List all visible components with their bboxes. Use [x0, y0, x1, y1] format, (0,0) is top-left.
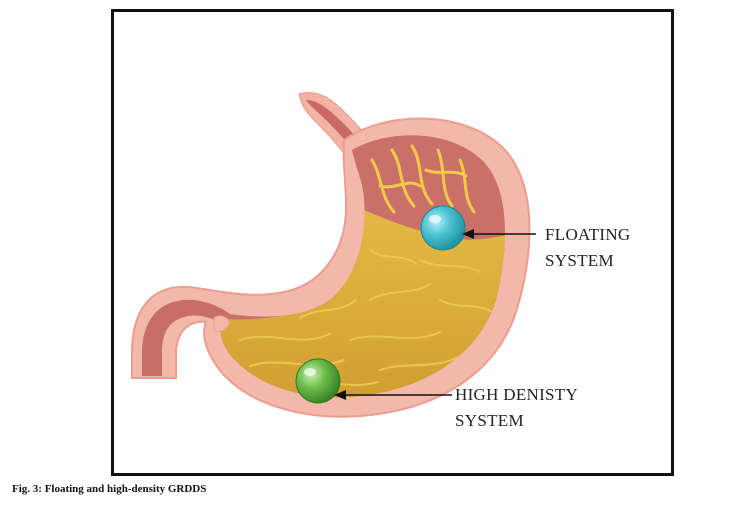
- floating-label-line2: SYSTEM: [545, 251, 614, 270]
- floating-label-line1: FLOATING: [545, 225, 631, 244]
- dense-pointer-arrow: [334, 390, 452, 400]
- floating-ball-highlight: [429, 215, 441, 223]
- dense-ball-highlight: [304, 368, 316, 376]
- dense-system-ball: [295, 358, 341, 404]
- duodenum-lumen: [142, 299, 230, 376]
- gastric-content: [220, 208, 505, 398]
- high-density-system-label: HIGH DENISTY SYSTEM: [455, 382, 578, 434]
- floating-system-label: FLOATING SYSTEM: [545, 222, 631, 274]
- pylorus: [213, 315, 231, 333]
- floating-system-ball: [420, 205, 466, 251]
- floating-pointer-arrow: [462, 229, 536, 239]
- figure-caption: Fig. 3: Floating and high-density GRDDS: [12, 483, 207, 495]
- dense-label-line2: SYSTEM: [455, 411, 524, 430]
- dense-label-line1: HIGH DENISTY: [455, 385, 579, 404]
- mucosa-folds-top: [370, 144, 476, 214]
